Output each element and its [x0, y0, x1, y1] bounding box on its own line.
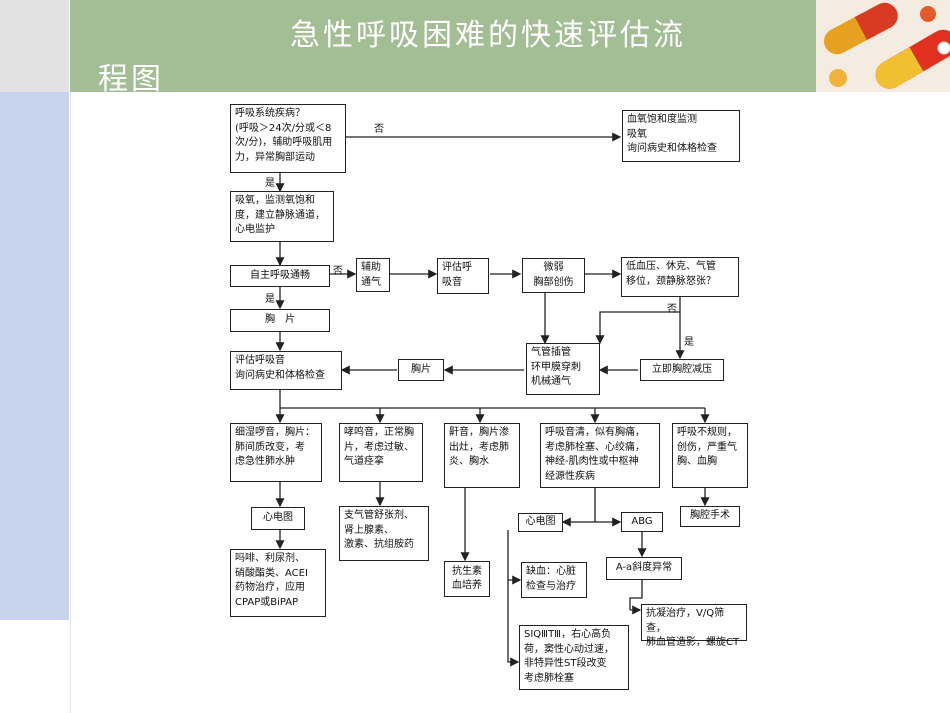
node-eval-history: 评估呼吸音 询问病史和体格检查	[230, 351, 342, 390]
label-no-airway: 否	[333, 266, 343, 277]
node-irregular-breath: 呼吸不规则， 创伤，严重气 胸、血胸	[672, 423, 748, 488]
node-assisted-ventilation: 辅助 通气	[356, 258, 390, 292]
node-snore: 鼾音，胸片渗 出灶，考虑肺 炎、胸水	[444, 423, 520, 488]
node-thoracic-surgery: 胸腔手术	[680, 506, 740, 527]
label-yes-1: 是	[265, 178, 275, 189]
label-yes-hypo: 是	[684, 337, 694, 348]
node-intubation: 气管插管 环甲膜穿刺 机械通气	[526, 343, 600, 395]
node-abg: ABG	[621, 512, 663, 532]
node-clear-breath: 呼吸音清，似有胸痛， 考虑肺栓塞、心绞痛， 神经-肌肉性或中枢神 经源性疾病	[540, 423, 660, 488]
node-respiratory-disease-question: 呼吸系统疾病？ (呼吸＞24次/分或＜8 次/分)，辅助呼吸肌用 力，异常胸部运…	[230, 104, 346, 173]
node-oxygen-monitoring: 血氧饱和度监测 吸氧 询问病史和体格检查	[622, 110, 740, 162]
left-strip-bottom-block	[0, 620, 69, 713]
node-oxygen-iv: 吸氧，监测氧饱和 度，建立静脉通道， 心电监护	[230, 191, 334, 242]
node-wet-rales: 细湿啰音，胸片： 肺间质改变，考 虑急性肺水肿	[230, 423, 322, 482]
connector-aa-down	[629, 580, 643, 610]
connector-ecg2-ischemia	[507, 530, 522, 585]
pills-image	[816, 0, 950, 92]
node-bronchodilators: 支气管舒张剂、 肾上腺素、 激素、抗组胺药	[339, 506, 429, 561]
node-anticoagulation: 抗凝治疗，V/Q筛查， 肺血管造影，螺旋CT	[641, 604, 747, 648]
left-strip-blue-block	[0, 92, 69, 620]
label-no-hypo: 否	[667, 304, 677, 315]
node-ischemia: 缺血：心脏 检查与治疗	[521, 562, 587, 598]
node-ecg-1: 心电图	[251, 507, 305, 530]
node-s1q3t3: SⅠQⅢTⅢ，右心高负 荷，窦性心动过速， 非特异性ST段改变 考虑肺栓塞	[519, 625, 629, 690]
label-no-top: 否	[374, 124, 384, 135]
connector-ecg2-s1q3t3	[507, 580, 520, 667]
label-yes-airway: 是	[265, 294, 275, 305]
left-strip-top-block	[0, 0, 69, 92]
node-ecg-2: 心电图	[518, 513, 563, 532]
node-chest-xray: 胸 片	[230, 309, 330, 332]
node-weak-chest-trauma: 微弱 胸部创伤	[522, 258, 585, 293]
connector-hypo-no	[595, 311, 680, 345]
node-antibiotics: 抗生素 血培养	[444, 561, 490, 597]
left-decor-strip	[0, 0, 71, 713]
node-wheeze: 哮鸣音，正常胸 片，考虑过敏、 气道痉挛	[339, 423, 423, 482]
title-banner	[70, 0, 816, 92]
node-hypotension-shock: 低血压、休克、气管 移位，颈静脉怒张？	[621, 257, 739, 297]
pills-illustration	[816, 0, 950, 92]
node-aa-gradient: A-a斜度异常	[606, 557, 682, 580]
node-chest-decompression: 立即胸腔减压	[640, 359, 724, 381]
node-chest-xray-2: 胸片	[398, 359, 444, 381]
node-airway-patent: 自主呼吸通畅	[230, 265, 330, 287]
node-breath-sound-eval: 评估呼 吸音	[437, 258, 489, 294]
slide-title-line-1: 急性呼吸困难的快速评估流	[290, 18, 686, 53]
node-morphine-diuretics: 吗啡、利尿剂、 硝酸酯类、ACEI 药物治疗，应用 CPAP或BiPAP	[230, 549, 326, 617]
slide-title-line-2: 程图	[98, 62, 164, 97]
